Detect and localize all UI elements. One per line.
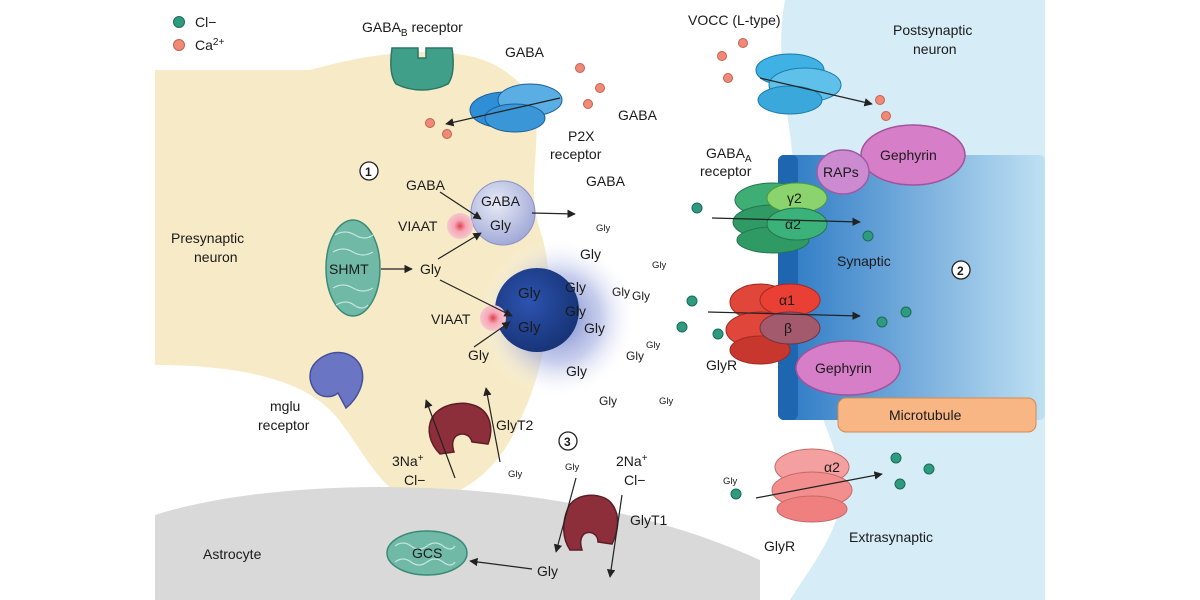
svg-text:2: 2 [957,264,964,278]
postsynaptic-label-line2: neuron [913,41,957,57]
gly-shmt-label: Gly [420,261,441,277]
na2-label: 2Na+ [616,453,648,469]
gephyrin-top-icon [860,124,966,186]
cloud-gly: Gly [580,246,601,262]
viaat-transporter-2-icon [480,305,506,331]
mitochondrion-shmt-icon [325,219,381,317]
gaba-in-1-label: GABA [406,177,446,193]
legend-calcium: Ca2+ [195,37,224,53]
gabaa-receptor-icon [732,182,828,254]
gabaa-label-line2: receptor [700,163,752,179]
released-glycine-labels: Gly Gly Gly Gly Gly Gly Gly Gly Gly Gly … [508,223,738,487]
beta-label: β [784,320,792,336]
p2x-label-line1: P2X [568,128,595,144]
cloud-gly: Gly [584,320,605,336]
gly-astrocyte-label: Gly [537,563,558,579]
gephyrin-bottom-icon [795,340,901,396]
cloud-gly: Gly [565,462,580,473]
postsynaptic-label-line1: Postsynaptic [893,22,972,38]
p2x-label-line2: receptor [550,146,602,162]
cloud-gly: Gly [723,476,738,487]
glyr-synaptic-label: GlyR [706,357,737,373]
gaba-b-receptor-icon [390,47,454,91]
raps-label: RAPs [823,164,859,180]
calcium-ions-vocc [717,38,891,121]
shmt-label: SHMT [329,261,369,277]
microtubule-icon [837,397,1037,433]
gephyrin-top-label: Gephyrin [880,147,937,163]
viaat-2-label: VIAAT [431,311,471,327]
marker-2: 2 [951,260,971,280]
glyt2-transporter-icon [428,402,492,455]
mglu-label-line1: mglu [270,398,300,414]
gamma2-label: γ2 [787,190,802,206]
gabaa-label-line1: GABAA [706,145,752,165]
presynaptic-label-line2: neuron [194,249,238,265]
presynaptic-label-line1: Presynaptic [171,230,244,246]
glyr-extrasynaptic-label: GlyR [764,538,795,554]
na3-label: 3Na+ [392,453,424,469]
gabab-receptor-label: GABAB receptor [362,19,463,39]
cloud-gly: Gly [565,279,586,295]
synaptic-label: Synaptic [837,253,891,269]
raps-icon [816,149,870,195]
gaba-top-label: GABA [505,44,545,60]
cloud-gly: Gly [659,396,674,407]
cloud-gly: Gly [566,363,587,379]
vocc-channel-icon [755,53,842,115]
cloud-gly: Gly [632,289,650,303]
vocc-label: VOCC (L-type) [688,12,781,28]
marker-1: 1 [359,161,379,181]
legend-chloride: Cl− [195,14,216,30]
alpha2-synaptic-label: α2 [785,216,801,232]
extrasynaptic-label: Extrasynaptic [849,529,933,545]
cloud-gly: Gly [646,340,661,351]
gaba-right-label-2: GABA [586,173,626,189]
cloud-gly: Gly [652,260,667,271]
viaat-transporter-1-icon [447,213,473,239]
mitochondrion-gcs-icon [386,530,468,576]
svg-text:3: 3 [564,435,571,449]
chloride-ions-gabaa [691,202,874,242]
gly-lower-in-label: Gly [468,347,489,363]
chloride-legend-icon [173,16,185,28]
vesicle1-gaba-label: GABA [481,193,521,209]
vesicle-fusing-gly [495,268,579,352]
alpha2-extrasynaptic-label: α2 [824,459,840,475]
vesicle2-gly-label-1: Gly [518,285,541,302]
cloud-gly: Gly [565,303,586,319]
svg-text:1: 1 [365,165,372,179]
glyt1-transporter-icon [563,494,619,551]
vesicle1-gly-label: Gly [490,217,511,233]
glyr-synaptic-icon [725,283,821,365]
astrocyte-label: Astrocyte [203,546,262,562]
viaat-1-label: VIAAT [398,218,438,234]
chloride-ions-extrasynaptic [730,452,935,500]
mglu-receptor-icon [309,351,364,410]
cloud-gly: Gly [599,394,617,408]
gaba-right-label-1: GABA [618,107,658,123]
vesicle2-gly-label-2: Gly [518,319,541,336]
legend: Cl− Ca2+ [173,14,224,53]
cl-glyt1-label: Cl− [624,472,645,488]
alpha1-label: α1 [779,292,795,308]
cloud-gly: Gly [612,285,630,299]
vesicle-gaba-gly [470,180,536,246]
glyr-extrasynaptic-icon [771,448,853,523]
calcium-legend-icon [173,39,185,51]
cloud-gly: Gly [626,349,644,363]
marker-3: 3 [558,431,578,451]
gephyrin-bottom-label: Gephyrin [815,360,872,376]
glyt1-label: GlyT1 [630,512,668,528]
calcium-ions-p2x [425,63,605,139]
cl-glyt2-label: Cl− [404,472,425,488]
cloud-gly: Gly [596,223,611,234]
chloride-ions-glyr [676,295,912,340]
glyt2-label: GlyT2 [496,417,534,433]
cloud-gly: Gly [508,469,523,480]
microtubule-label: Microtubule [889,407,962,423]
mglu-label-line2: receptor [258,417,310,433]
gcs-label: GCS [412,545,442,561]
